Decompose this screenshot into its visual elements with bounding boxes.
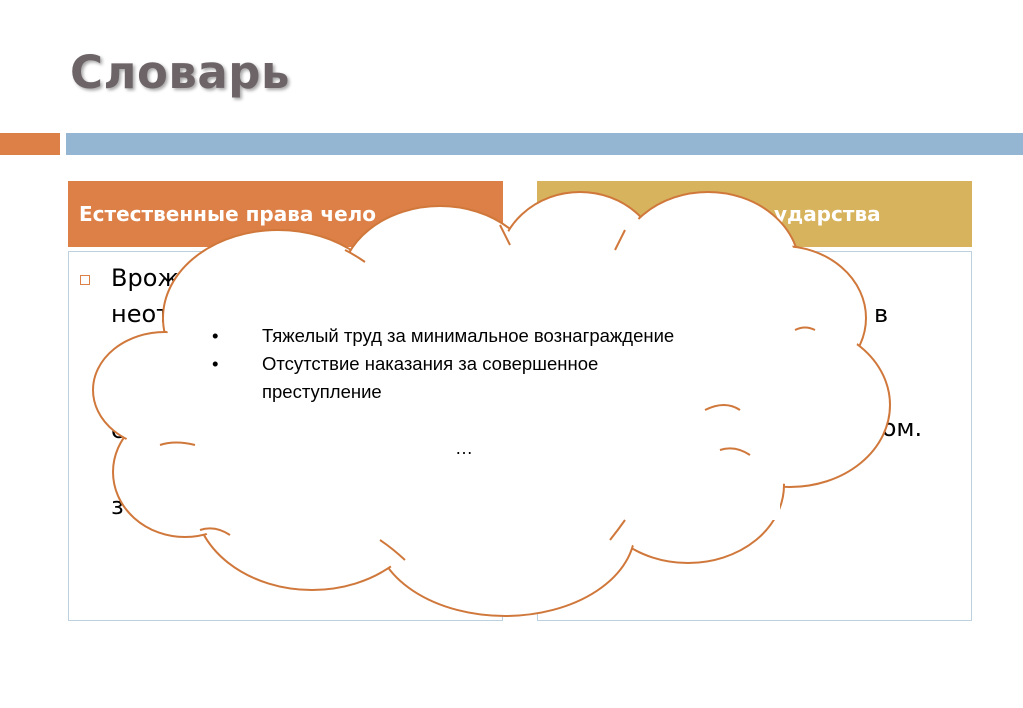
right-text-fragment-1: в — [874, 300, 889, 328]
callout-item: •Отсутствие наказания за совершенное пре… — [205, 350, 675, 406]
callout-item: •Тяжелый труд за минимальное вознагражде… — [205, 322, 675, 350]
accent-bar-orange — [0, 133, 60, 155]
cloud-callout-text: •Тяжелый труд за минимальное вознагражде… — [205, 322, 675, 406]
accent-bar-blue — [66, 133, 1023, 155]
bullet-icon: • — [212, 325, 219, 346]
square-bullet-icon — [80, 275, 90, 285]
bullet-icon: • — [212, 353, 219, 374]
left-text-fragment-1: Врож — [111, 264, 180, 292]
callout-list: •Тяжелый труд за минимальное вознагражде… — [205, 322, 675, 406]
left-text-fragment-2: неот — [111, 300, 171, 328]
right-column-header-text: ударства — [774, 202, 881, 226]
callout-ellipsis: … — [455, 438, 473, 458]
slide-title: Словарь — [70, 46, 290, 99]
